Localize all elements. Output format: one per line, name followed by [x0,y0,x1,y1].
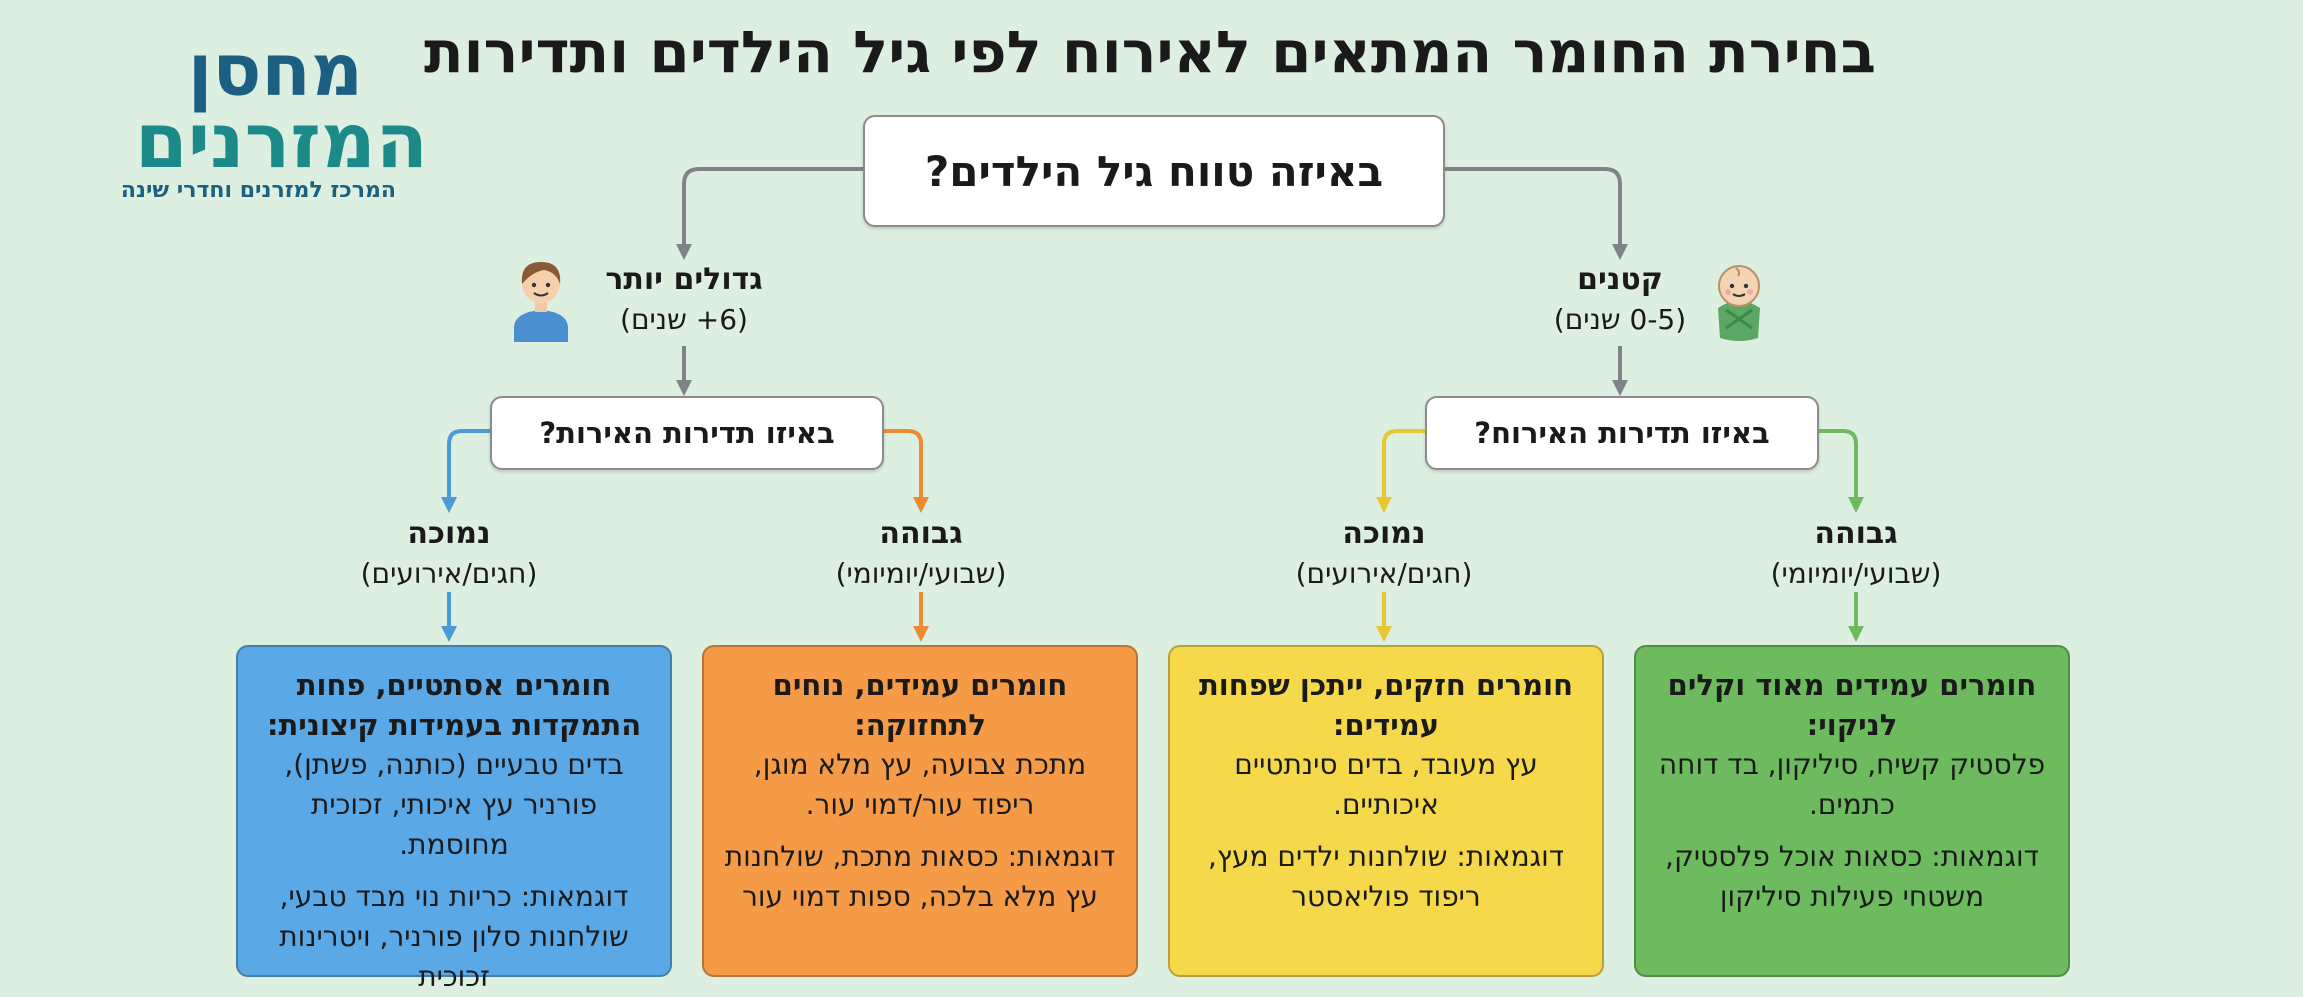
connector-older-high [880,429,929,513]
card-body: מתכת צבועה, עץ מלא מוגן, ריפוד עור/דמוי … [753,748,1087,821]
card-heading: חומרים אסתטיים, פחות התמקדות בעמידות קיצ… [266,668,642,742]
result-card-older-high: חומרים עמידים, נוחים לתחזוקה: מתכת צבועה… [702,645,1138,977]
card-heading: חומרים עמידים מאוד וקלים לניקוי: [1667,668,2037,742]
connector-young-low [1376,429,1425,513]
branch-older-high: גבוהה (שבועי/יומיומי) [821,516,1021,590]
logo-tagline: המרכז למזרנים וחדרי שינה [120,178,396,203]
root-question-box: באיזה טווח גיל הילדים? [863,115,1445,227]
card-examples: דוגמאות: כסאות מתכת, שולחנות עץ מלא בלכה… [724,840,1116,913]
age-young-range: (0-5 שנים) [1553,303,1687,336]
branch-young-high-title: גבוהה [1814,516,1898,551]
age-young-title: קטנים [1577,262,1663,297]
branch-older-high-title: גבוהה [879,516,963,551]
baby-icon [1718,265,1760,341]
brand-logo: מחסן המזרנים המרכז למזרנים וחדרי שינה [28,30,428,210]
result-card-young-low: חומרים חזקים, ייתכן שפחות עמידים: עץ מעו… [1168,645,1604,977]
branch-young-low-sub: (חגים/אירועים) [1295,557,1473,590]
branch-young-low-title: נמוכה [1342,516,1426,551]
age-older-range: (6+ שנים) [620,303,748,336]
branch-older-low: נמוכה (חגים/אירועים) [349,516,549,590]
card-body: בדים טבעיים (כותנה, פשתן), פורניר עץ איכ… [284,748,624,861]
connector-older-low [441,429,490,513]
branch-young-low: נמוכה (חגים/אירועים) [1284,516,1484,590]
frequency-question-older: באיזו תדירות האירות? [490,396,884,470]
branch-older-low-sub: (חגים/אירועים) [360,557,538,590]
connector-root-right [1441,167,1628,260]
result-card-older-low: חומרים אסתטיים, פחות התמקדות בעמידות קיצ… [236,645,672,993]
connector-young-high [1815,429,1864,513]
age-older-title: גדולים יותר [605,262,763,297]
logo-line-1: מחסן [187,28,363,112]
card-examples: דוגמאות: כסאות אוכל פלסטיק, משטחי פעילות… [1665,840,2039,913]
connector-root-left [676,167,863,260]
card-heading: חומרים חזקים, ייתכן שפחות עמידים: [1199,668,1573,742]
card-heading: חומרים עמידים, נוחים לתחזוקה: [772,668,1068,742]
frequency-question-young: באיזו תדירות האירוח? [1425,396,1819,470]
connector-lines [441,167,1864,642]
card-body: עץ מעובד, בדים סינתטיים איכותיים. [1234,748,1538,821]
branch-older-low-title: נמוכה [407,516,491,551]
card-examples: דוגמאות: כריות נוי מבד טבעי, שולחנות סלו… [279,880,629,993]
age-older-label: גדולים יותר (6+ שנים) [584,262,784,336]
logo-line-2: המזרנים [134,96,428,185]
age-young-label: קטנים (0-5 שנים) [1540,262,1700,336]
card-examples: דוגמאות: שולחנות ילדים מעץ, ריפוד פוליאס… [1207,840,1565,913]
card-body: פלסטיק קשיח, סיליקון, בד דוחה כתמים. [1658,748,2046,821]
child-icon [514,262,568,342]
branch-older-high-sub: (שבועי/יומיומי) [835,557,1007,590]
branch-young-high-sub: (שבועי/יומיומי) [1770,557,1942,590]
branch-young-high: גבוהה (שבועי/יומיומי) [1756,516,1956,590]
result-card-young-high: חומרים עמידים מאוד וקלים לניקוי: פלסטיק … [1634,645,2070,977]
page-title: בחירת החומר המתאים לאירוח לפי גיל הילדים… [424,18,1876,86]
